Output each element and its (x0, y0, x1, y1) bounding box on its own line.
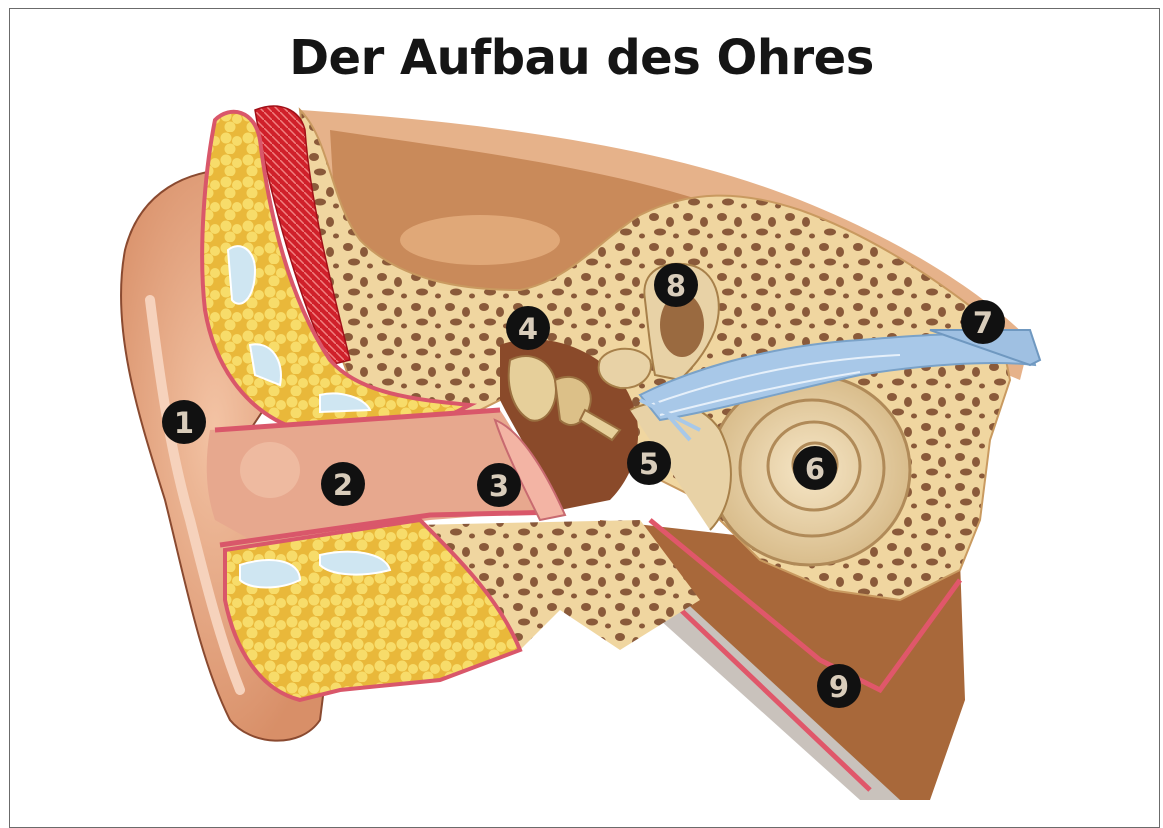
marker-7: 7 (961, 300, 1005, 344)
marker-3: 3 (477, 463, 521, 507)
marker-1: 1 (162, 400, 206, 444)
marker-6: 6 (793, 446, 837, 490)
marker-9: 9 (817, 664, 861, 708)
svg-text:4: 4 (518, 312, 538, 346)
marker-4: 4 (506, 306, 550, 350)
svg-text:2: 2 (333, 468, 353, 502)
marker-8: 8 (654, 263, 698, 307)
svg-text:5: 5 (639, 447, 659, 481)
svg-text:3: 3 (489, 469, 509, 503)
svg-text:9: 9 (829, 670, 849, 704)
svg-text:7: 7 (973, 306, 993, 340)
marker-5: 5 (627, 441, 671, 485)
svg-text:1: 1 (174, 406, 194, 440)
svg-text:8: 8 (666, 269, 686, 303)
marker-2: 2 (321, 462, 365, 506)
svg-text:6: 6 (805, 452, 825, 486)
